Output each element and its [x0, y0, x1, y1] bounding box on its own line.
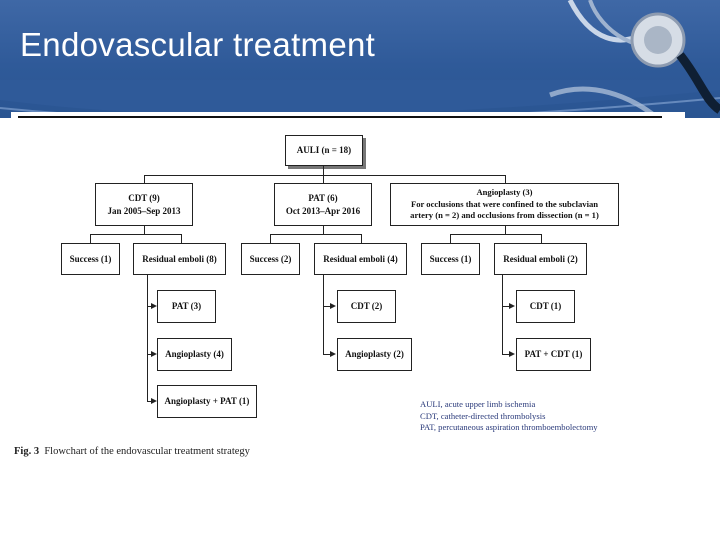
figure-area	[11, 112, 685, 467]
followup-node: Angioplasty (4)	[157, 338, 232, 371]
branch-dates: Oct 2013–Apr 2016	[285, 205, 361, 216]
followup-node: Angioplasty + PAT (1)	[157, 385, 257, 418]
branch-note: artery (n = 2) and occlusions from disse…	[410, 210, 599, 221]
arrow-head	[509, 351, 515, 357]
connector	[505, 175, 507, 183]
followup-label: PAT + CDT (1)	[524, 349, 583, 360]
success-label: Success (2)	[249, 253, 292, 264]
arrow-head	[151, 351, 157, 357]
connector	[323, 175, 325, 183]
abbreviation-legend: AULI, acute upper limb ischemia CDT, cat…	[420, 399, 598, 434]
residual-label: Residual emboli (8)	[142, 253, 217, 264]
followup-label: CDT (1)	[529, 301, 562, 312]
connector	[541, 234, 543, 243]
root-label: AULI (n = 18)	[296, 145, 352, 156]
arrow-head	[330, 351, 336, 357]
branch-dates: Jan 2005–Sep 2013	[107, 205, 181, 216]
caption-text: Flowchart of the endovascular treatment …	[44, 446, 250, 457]
root-node: AULI (n = 18)	[285, 135, 363, 166]
residual-emboli-node: Residual emboli (2)	[494, 243, 587, 275]
followup-node: Angioplasty (2)	[337, 338, 412, 371]
slide-title: Endovascular treatment	[20, 26, 376, 63]
followup-label: Angioplasty (2)	[345, 349, 404, 360]
connector	[90, 234, 92, 243]
branch-label: PAT (6)	[308, 193, 338, 204]
connector	[502, 306, 510, 308]
followup-label: PAT (3)	[171, 301, 202, 312]
connector	[323, 275, 325, 355]
connector	[270, 234, 272, 243]
residual-emboli-node: Residual emboli (8)	[133, 243, 226, 275]
connector	[323, 166, 325, 175]
connector	[502, 354, 510, 356]
success-label: Success (1)	[69, 253, 112, 264]
connector	[270, 234, 362, 236]
connector	[323, 226, 325, 234]
connector	[144, 226, 146, 234]
followup-label: Angioplasty + PAT (1)	[164, 396, 250, 407]
figure-top-rule	[18, 116, 662, 118]
followup-node: PAT + CDT (1)	[516, 338, 591, 371]
arrow-head	[330, 303, 336, 309]
connector	[144, 175, 146, 183]
connector	[323, 354, 331, 356]
connector	[147, 306, 152, 308]
connector	[181, 234, 183, 243]
branch-node-angioplasty: Angioplasty (3) For occlusions that were…	[390, 183, 619, 226]
legend-entry: PAT, percutaneous aspiration thromboembo…	[420, 422, 598, 433]
residual-label: Residual emboli (2)	[503, 253, 578, 264]
followup-node: CDT (2)	[337, 290, 396, 323]
branch-node-cdt: CDT (9) Jan 2005–Sep 2013	[95, 183, 193, 226]
arrow-head	[509, 303, 515, 309]
branch-note: For occlusions that were confined to the…	[410, 198, 599, 209]
success-node: Success (1)	[421, 243, 480, 275]
connector	[361, 234, 363, 243]
connector	[144, 175, 505, 177]
followup-label: CDT (2)	[350, 301, 383, 312]
followup-node: CDT (1)	[516, 290, 575, 323]
connector	[147, 401, 152, 403]
residual-emboli-node: Residual emboli (4)	[314, 243, 407, 275]
figure-caption: Fig. 3 Flowchart of the endovascular tre…	[14, 446, 250, 457]
branch-label: CDT (9)	[128, 193, 160, 204]
stethoscope-icon	[549, 0, 720, 122]
connector	[502, 275, 504, 355]
connector	[450, 234, 452, 243]
caption-label: Fig. 3	[14, 446, 40, 457]
followup-node: PAT (3)	[157, 290, 216, 323]
success-node: Success (1)	[61, 243, 120, 275]
residual-label: Residual emboli (4)	[323, 253, 398, 264]
arrow-head	[151, 303, 157, 309]
followup-label: Angioplasty (4)	[165, 349, 224, 360]
arrow-head	[151, 398, 157, 404]
branch-label: Angioplasty (3)	[476, 187, 533, 198]
connector	[450, 234, 542, 236]
success-node: Success (2)	[241, 243, 300, 275]
branch-node-pat: PAT (6) Oct 2013–Apr 2016	[274, 183, 372, 226]
connector	[505, 226, 507, 234]
connector	[147, 354, 152, 356]
legend-entry: AULI, acute upper limb ischemia	[420, 399, 536, 409]
connector	[90, 234, 182, 236]
success-label: Success (1)	[429, 253, 472, 264]
connector	[147, 275, 149, 402]
connector	[323, 306, 331, 308]
legend-entry: CDT, catheter-directed thrombolysis	[420, 410, 546, 421]
